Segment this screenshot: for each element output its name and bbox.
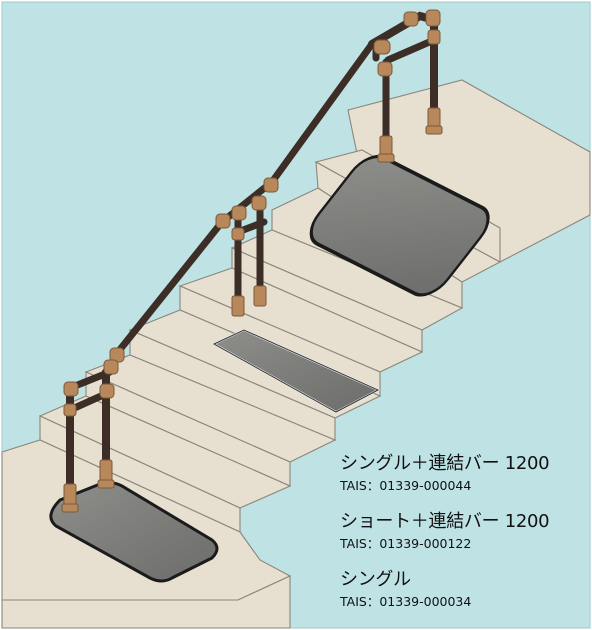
product-labels: シングル＋連結バー 1200 TAIS：01339-000044 ショート＋連結… <box>340 452 590 626</box>
tais-prefix: TAIS： <box>340 478 380 493</box>
tais-code: TAIS：01339-000044 <box>340 476 590 510</box>
tais-number: 01339-000122 <box>379 536 472 551</box>
sloped-rail <box>114 40 376 356</box>
tais-number: 01339-000034 <box>379 594 472 609</box>
tais-code: TAIS：01339-000034 <box>340 592 590 626</box>
product-name: シングル＋連結バー 1200 <box>340 453 550 474</box>
product-entry: シングル TAIS：01339-000034 <box>340 568 590 626</box>
tais-number: 01339-000044 <box>379 478 472 493</box>
tais-code: TAIS：01339-000122 <box>340 534 590 568</box>
top-base-plate <box>309 154 490 297</box>
tais-prefix: TAIS： <box>340 594 380 609</box>
product-name: シングル <box>340 569 411 590</box>
product-name: ショート＋連結バー 1200 <box>340 511 550 532</box>
tais-prefix: TAIS： <box>340 536 380 551</box>
rail-joints <box>61 9 443 513</box>
product-entry: ショート＋連結バー 1200 TAIS：01339-000122 <box>340 510 590 568</box>
base-plates <box>49 154 490 583</box>
product-entry: シングル＋連結バー 1200 TAIS：01339-000044 <box>340 452 590 510</box>
